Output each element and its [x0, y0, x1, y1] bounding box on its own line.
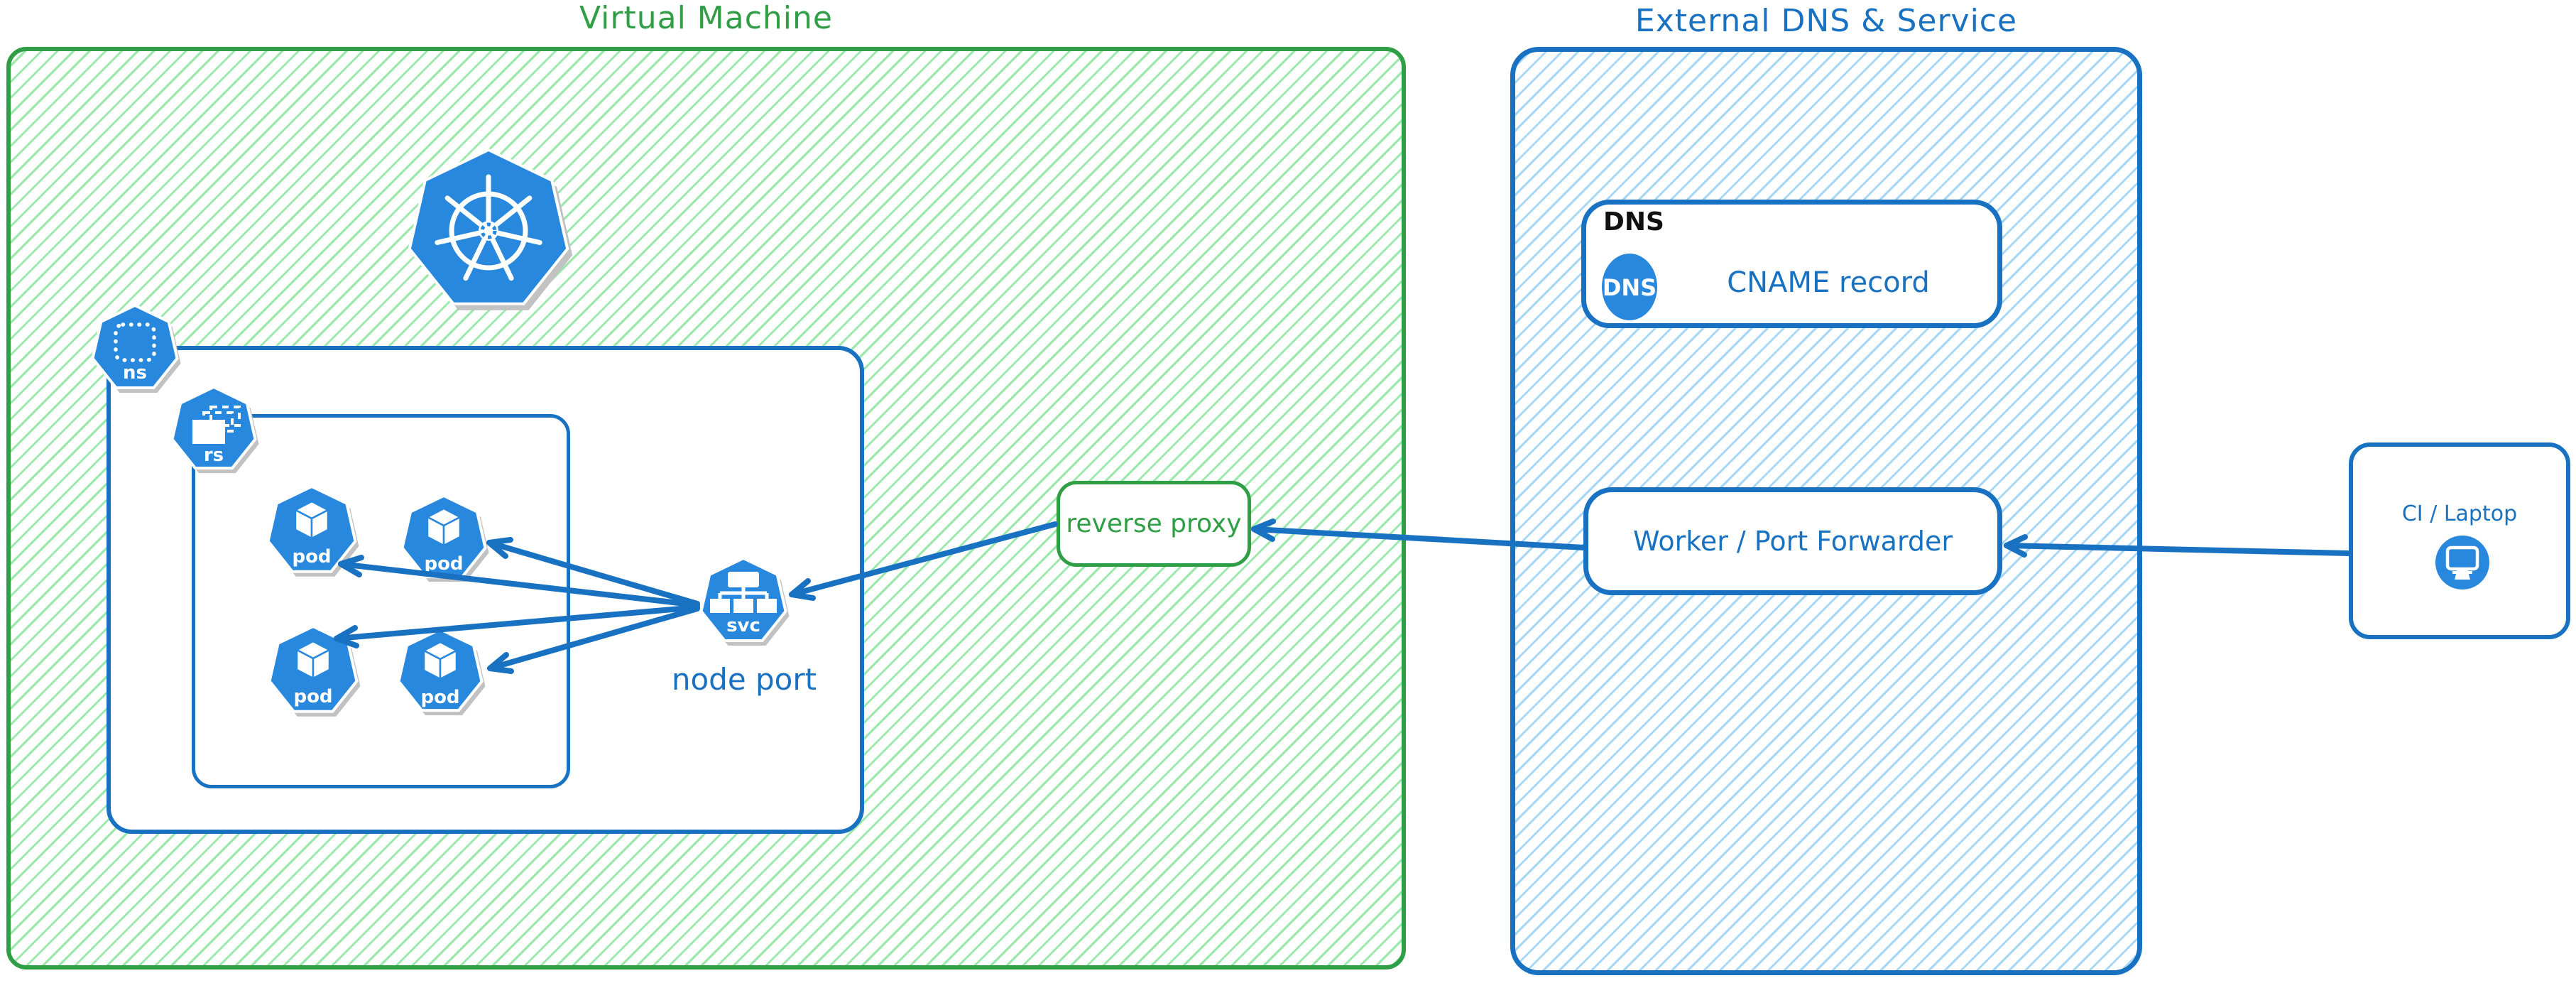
ci-laptop-box	[2349, 442, 2570, 639]
worker-box: Worker / Port Forwarder	[1583, 487, 2002, 595]
worker-label: Worker / Port Forwarder	[1632, 526, 1953, 557]
external-dns-title: External DNS & Service	[1634, 3, 2018, 39]
reverse-proxy-box: reverse proxy	[1057, 481, 1251, 567]
virtual-machine-title: Virtual Machine	[579, 0, 833, 36]
dns-card-header: DNS	[1603, 207, 1664, 237]
replicaset-box	[192, 414, 570, 788]
cname-record-label: CNAME record	[1727, 266, 1930, 299]
node-port-label: node port	[671, 662, 817, 697]
reverse-proxy-label: reverse proxy	[1066, 509, 1242, 538]
ci-laptop-label: CI / Laptop	[2401, 501, 2518, 526]
